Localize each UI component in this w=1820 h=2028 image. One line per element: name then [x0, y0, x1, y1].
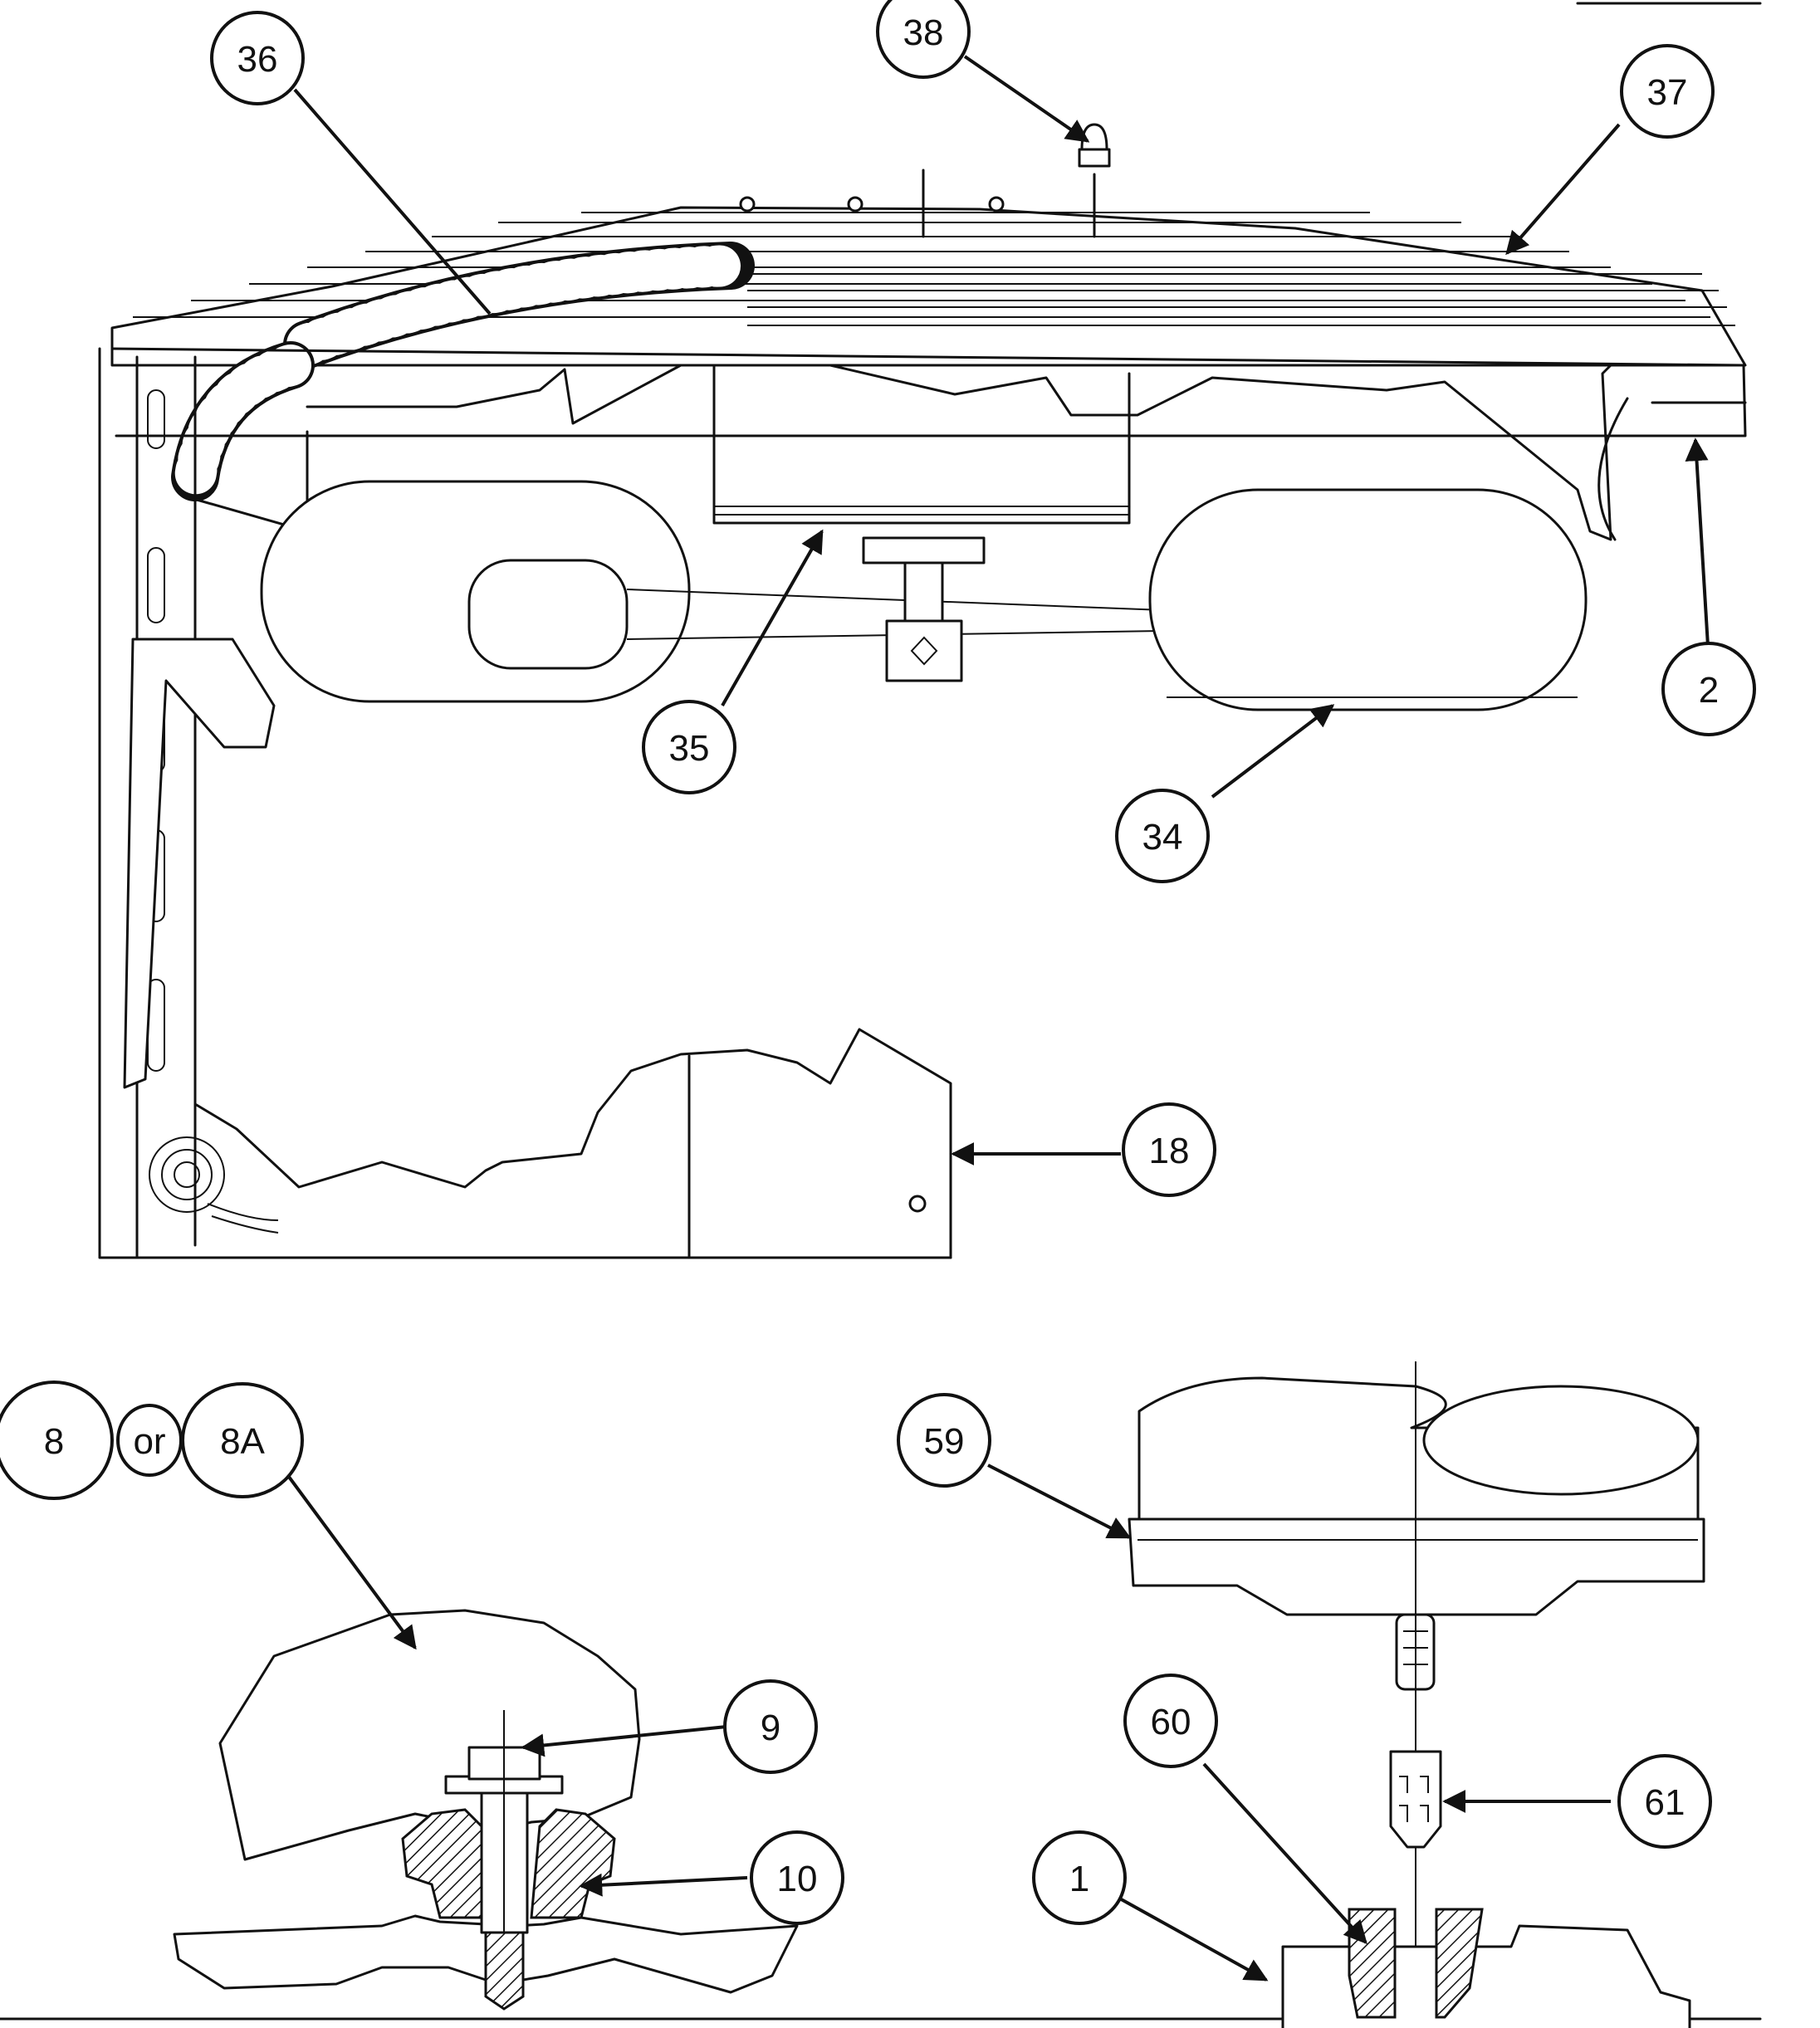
- callout-60: 60: [1123, 1674, 1218, 1768]
- callout-18-label: 18: [1149, 1131, 1190, 1171]
- mount-detail-left: [173, 1609, 799, 2011]
- callout-59: 59: [897, 1393, 991, 1488]
- callout-10-label: 10: [777, 1859, 818, 1899]
- callout-59-label: 59: [924, 1421, 965, 1462]
- callout-60-label: 60: [1151, 1702, 1191, 1742]
- callout-1: 1: [1032, 1830, 1127, 1925]
- callout-36-label: 36: [237, 39, 278, 80]
- callout-9-label: 9: [761, 1708, 780, 1748]
- callout-36: 36: [210, 11, 305, 105]
- callout-34: 34: [1115, 789, 1210, 883]
- callout-35: 35: [642, 700, 736, 794]
- callout-34-label: 34: [1142, 817, 1183, 858]
- callout-37-label: 37: [1647, 72, 1688, 113]
- callout-37: 37: [1620, 44, 1715, 139]
- top-grille: [110, 169, 1747, 367]
- callout-35-label: 35: [669, 728, 710, 769]
- fan-part: [1078, 123, 1111, 168]
- leader-lines: [285, 55, 1710, 1982]
- callout-61: 61: [1617, 1754, 1712, 1849]
- foot-detail-right: [1128, 1361, 1705, 2028]
- callout-or: or: [116, 1404, 183, 1477]
- tubes: [260, 480, 1588, 711]
- unit-assembly: [98, 123, 1747, 1259]
- lower-panel: [149, 1028, 952, 1259]
- callout-1-label: 1: [1069, 1859, 1089, 1899]
- callout-2-label: 2: [1699, 670, 1719, 711]
- callout-61-label: 61: [1645, 1782, 1685, 1823]
- callout-10: 10: [750, 1830, 844, 1925]
- callout-18: 18: [1122, 1102, 1216, 1197]
- callout-8: 8: [0, 1381, 114, 1500]
- callout-2: 2: [1661, 642, 1756, 736]
- callout-or-label: or: [133, 1421, 165, 1462]
- callout-8-label: 8: [44, 1421, 64, 1462]
- right-end-cap: [1597, 397, 1747, 541]
- callout-38-label: 38: [903, 12, 944, 53]
- coiled-conduit: [171, 242, 755, 501]
- callout-38: 38: [876, 0, 971, 79]
- cabinet: [98, 347, 1747, 1259]
- callout-8A-label: 8A: [220, 1421, 265, 1462]
- callout-9: 9: [723, 1679, 818, 1774]
- callout-8A: 8A: [181, 1382, 304, 1498]
